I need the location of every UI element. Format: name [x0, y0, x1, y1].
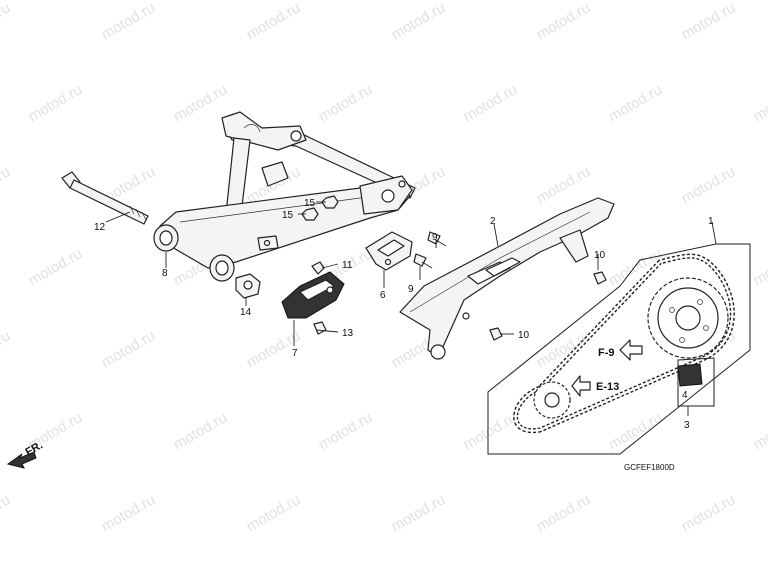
- watermark-text: motod.ru: [0, 327, 13, 371]
- watermark-text: motod.ru: [534, 0, 594, 43]
- watermark-text: motod.ru: [461, 81, 521, 125]
- watermark-text: motod.ru: [26, 81, 86, 125]
- watermark-text: motod.ru: [171, 81, 231, 125]
- watermark-text: motod.ru: [389, 0, 449, 43]
- watermark-text: motod.ru: [751, 409, 768, 453]
- callout-12: 12: [94, 222, 106, 233]
- watermark-text: motod.ru: [99, 491, 159, 535]
- watermark-text: motod.ru: [244, 491, 304, 535]
- callout-6: 6: [380, 290, 386, 301]
- callout-1: 1: [708, 216, 714, 227]
- diagram-code: GCFEF1800D: [624, 463, 675, 472]
- bolts-10: [490, 272, 606, 340]
- watermark-text: motod.ru: [751, 245, 768, 289]
- callout-15a: 15: [304, 198, 316, 209]
- callout-11: 11: [342, 260, 353, 271]
- watermark-text: motod.ru: [534, 163, 594, 207]
- watermark-text: motod.ru: [461, 409, 521, 453]
- callout-10a: 10: [518, 330, 530, 341]
- callout-9a: 9: [432, 232, 438, 243]
- callout-9b: 9: [408, 284, 414, 295]
- chain-guide-bracket: [366, 232, 412, 270]
- watermark-text: motod.ru: [99, 0, 159, 43]
- watermark-text: motod.ru: [316, 81, 376, 125]
- reference-e13: E-13: [596, 381, 619, 393]
- watermark-text: motod.ru: [606, 409, 666, 453]
- watermark-text: motod.ru: [389, 491, 449, 535]
- callout-2: 2: [490, 216, 496, 227]
- chain-slider: [282, 272, 344, 318]
- callout-8: 8: [162, 268, 168, 279]
- watermark-text: motod.ru: [534, 491, 594, 535]
- watermark-text: motod.ru: [751, 81, 768, 125]
- watermark-text: motod.ru: [0, 491, 13, 535]
- callout-4: 4: [682, 390, 688, 401]
- reference-f9: F-9: [598, 347, 615, 359]
- watermark-text: motod.ru: [0, 0, 13, 43]
- callout-10b: 10: [594, 250, 606, 261]
- watermark-text: motod.ru: [99, 327, 159, 371]
- callout-15b: 15: [282, 210, 294, 221]
- callout-14: 14: [240, 307, 252, 318]
- callout-13: 13: [342, 328, 354, 339]
- watermark-text: motod.ru: [316, 409, 376, 453]
- callout-7: 7: [292, 348, 298, 359]
- watermark-text: motod.ru: [244, 0, 304, 43]
- watermark-text: motod.ru: [26, 245, 86, 289]
- watermark-text: motod.ru: [679, 163, 739, 207]
- watermark-text: motod.ru: [606, 81, 666, 125]
- watermark-text: motod.ru: [679, 0, 739, 43]
- callout-3: 3: [684, 420, 690, 431]
- pivot-nut: [236, 274, 260, 298]
- watermark-text: motod.ru: [679, 491, 739, 535]
- watermark-text: motod.ru: [0, 163, 13, 207]
- bolts-9: [414, 232, 446, 268]
- watermark-text: motod.ru: [171, 409, 231, 453]
